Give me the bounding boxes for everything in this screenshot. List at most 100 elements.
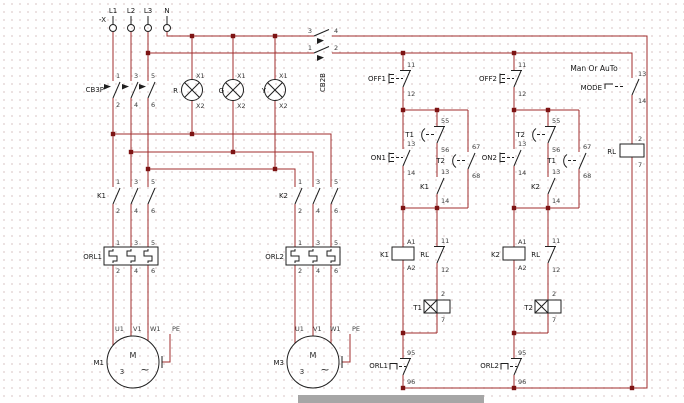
mode-13: 13 [638,70,646,78]
cb3p-t2: 2 [116,101,120,109]
k2-aux-14: 14 [552,197,560,205]
cb2b-breaker: 3 4 1 2 CB2B [308,27,338,92]
k1-aux-14: 14 [441,197,449,205]
mode-label: MODE [581,84,602,92]
wire-control-rail [148,52,633,388]
motor-m1-label: M1 [94,359,105,367]
terminal-label-l1: L1 [109,7,117,15]
terminal-label-l3: L3 [144,7,152,15]
on2-pushbutton-icon [499,152,515,163]
rl-relay-coil: RL 2 7 [607,135,645,169]
off2-11: 11 [518,61,526,69]
k2-coil-label: K2 [491,251,500,259]
wire-pe [162,334,351,363]
orl1-t4: 4 [134,267,138,275]
k1-t3: 3 [134,178,138,186]
rl-nc2-11: 11 [552,237,560,245]
off2-pushbutton-icon [499,73,515,84]
wire-neutral-rail [166,31,648,389]
k1-a1: A1 [407,238,416,246]
k1-mains-label: K1 [97,192,106,200]
wire-bus-l2 [131,151,314,336]
k2-aux-13: 13 [552,168,560,176]
lamp-y-label: Y [261,87,267,95]
k2-contactor-mains [294,187,339,205]
orl2-t3: 3 [316,239,320,247]
cb3p-label: CB3P [86,86,104,94]
terminal-strip-label: -X [99,16,106,24]
t2-timer-coil-box [534,299,562,314]
wire-bus-l3 [148,168,296,343]
terminal-circle-l3 [144,24,152,32]
k1-coil-box [391,246,415,261]
t2-67: 67 [472,143,480,151]
k2-coil-box [502,246,526,261]
k2-t1: 1 [298,178,302,186]
on2-label: ON2 [482,154,497,162]
k1-t2: 2 [116,207,120,215]
on2-14: 14 [518,169,526,177]
off1-12: 12 [407,90,415,98]
k2-t4: 4 [316,207,320,215]
k2-t2: 2 [298,207,302,215]
rl-coil-box [619,143,645,158]
cb3p-t6: 6 [151,101,155,109]
lamp-r-x2: X2 [196,102,205,110]
lamp-r-label: R [173,87,178,95]
cb2b-t1: 1 [308,44,312,52]
k1-t4: 4 [134,207,138,215]
orl1-label: ORL1 [83,253,102,261]
rl-nc1-label: RL [420,251,429,259]
k1-coil-label: K1 [380,251,389,259]
t1-timer-arc-icon [421,128,437,142]
man-or-auto-label: Man Or AuTo [570,64,618,73]
k1-t5: 5 [151,178,155,186]
terminal-label-l2: L2 [127,7,135,15]
cb3p-t5: 5 [151,72,155,80]
k2-aux-label: K2 [531,183,540,191]
t2-no-label: T2 [435,157,445,165]
mode-switch-icon [604,83,626,90]
off1-label: OFF1 [368,75,386,83]
t1-55: 55 [441,117,449,125]
m1-u1: U1 [115,325,124,333]
control-section-1: OFF1 11 12 ON1 13 14 T1 55 56 K1 13 14 T… [368,61,480,386]
t1-68: 68 [583,172,591,180]
motor-m3: M3 U1 V1 W1 PE M 3 ~ [274,325,360,389]
cb3p-t3: 3 [134,72,138,80]
t2-nc-label: T2 [515,131,525,139]
orl2-aux-label: ORL2 [480,362,499,370]
wire-control-section1 [402,53,469,388]
m3-u1: U1 [295,325,304,333]
cb3p-t4: 4 [134,101,138,109]
off2-label: OFF2 [479,75,497,83]
t1-coil-2: 2 [441,290,445,298]
on2-13: 13 [518,140,526,148]
orl1-overload-block [103,246,159,266]
orl2-overload-block [285,246,341,266]
wire-bus-l1 [113,133,332,343]
wire-lamps [191,36,276,169]
orl1-aux-label: ORL1 [369,362,388,370]
t1-67: 67 [583,143,591,151]
orl2-t6: 6 [334,267,338,275]
cb2b-t4: 4 [334,27,338,35]
orl2-96: 96 [518,378,526,386]
cb3p-t1: 1 [116,72,120,80]
t2-coil-2: 2 [552,290,556,298]
off1-pushbutton-icon [388,73,404,84]
off1-11: 11 [407,61,415,69]
k1-t6: 6 [151,207,155,215]
terminal-ticks [112,16,168,25]
orl2-t5: 5 [334,239,338,247]
terminal-circle-n [163,24,171,32]
lamp-red-icon [181,79,203,101]
motor-m1-circle [106,335,160,389]
horizontal-scrollbar-thumb[interactable] [298,395,484,403]
orl1-thermal-icon [389,363,407,370]
t2-68: 68 [472,172,480,180]
orl2-thermal-icon [500,363,518,370]
t2-coil-7: 7 [552,316,556,324]
